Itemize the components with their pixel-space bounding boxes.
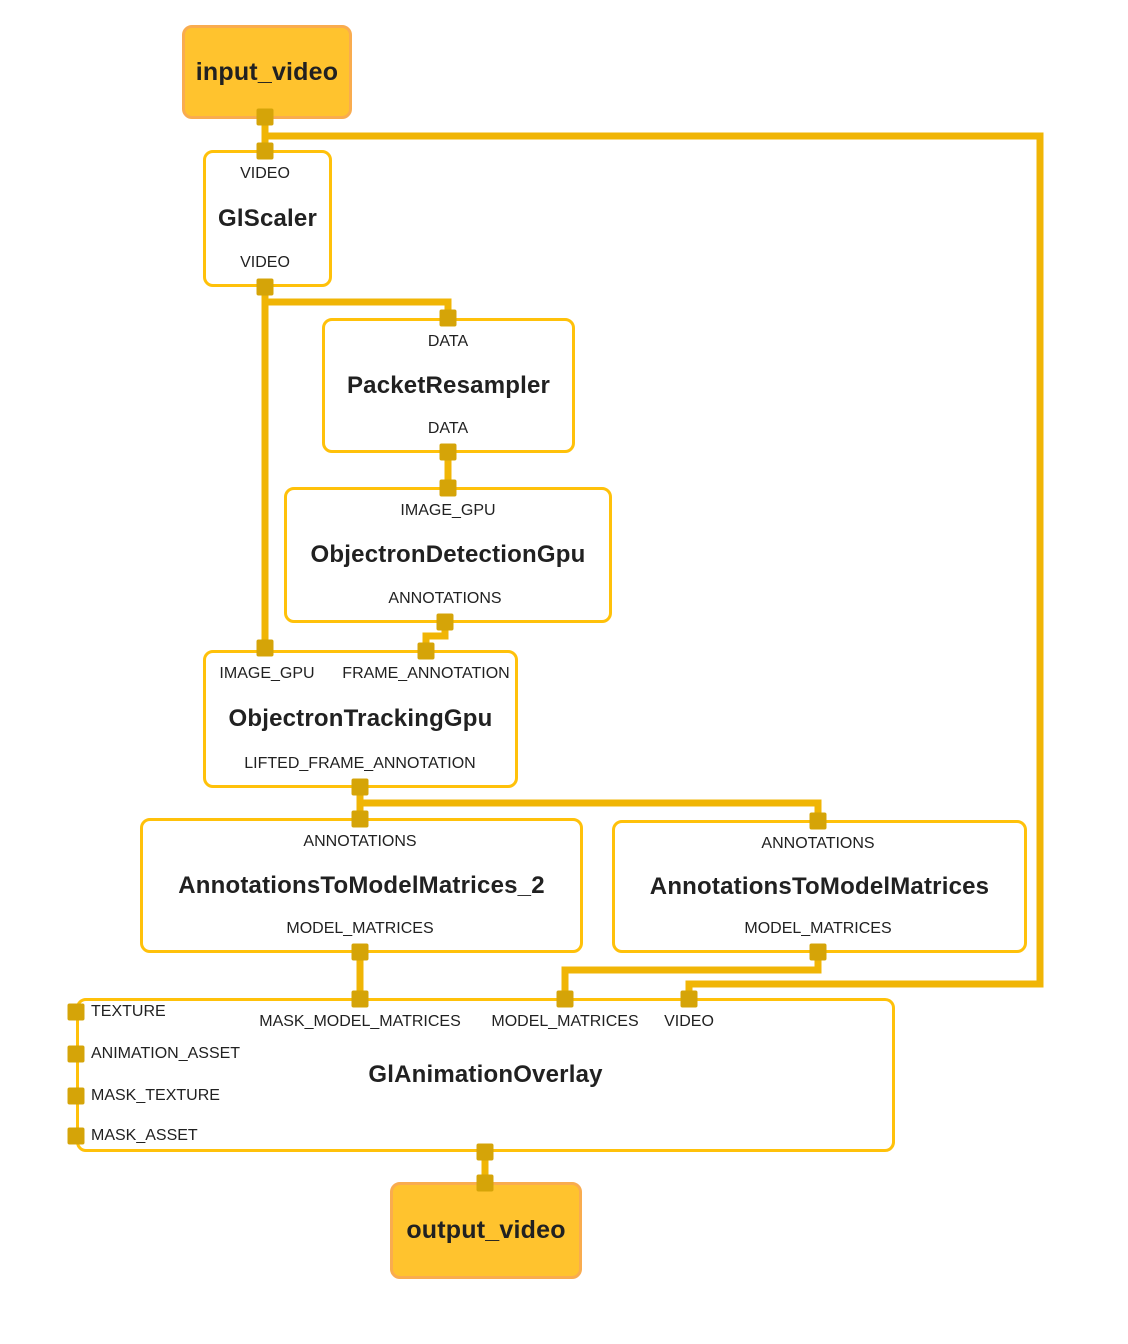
input-port-label: VIDEO (664, 1013, 714, 1030)
terminal-output-video[interactable]: output_video (390, 1182, 582, 1279)
node-title: ObjectronTrackingGpu (228, 705, 493, 732)
input-port-label: IMAGE_GPU (400, 502, 496, 519)
input-port-label: DATA (427, 333, 469, 350)
node-title: ObjectronDetectionGpu (310, 541, 586, 568)
input-port-label: ANNOTATIONS (303, 833, 417, 850)
output-port-label: ANNOTATIONS (388, 590, 502, 607)
input-port-label: IMAGE_GPU (219, 665, 315, 682)
node-annotations-to-model-matrices[interactable]: AnnotationsToModelMatrices ANNOTATIONS MOD… (612, 820, 1027, 953)
node-gl-animation-overlay[interactable]: GlAnimationOverlay MASK_MODEL_MATRICES MOD… (76, 998, 895, 1152)
input-port-label: MASK_MODEL_MATRICES (259, 1013, 461, 1030)
side-port-label: MASK_TEXTURE (91, 1087, 220, 1104)
output-port-label: MODEL_MATRICES (286, 920, 434, 937)
node-objectron-detection-gpu[interactable]: ObjectronDetectionGpu IMAGE_GPU ANNOTATION… (284, 487, 612, 623)
node-objectron-tracking-gpu[interactable]: ObjectronTrackingGpu IMAGE_GPU FRAME_ANNOT… (203, 650, 518, 788)
side-port-label: MASK_ASSET (91, 1127, 198, 1144)
node-title: GlAnimationOverlay (368, 1061, 603, 1088)
node-title: PacketResampler (346, 371, 551, 399)
edge-detection-to-tracking-frame-annotation (422, 622, 449, 651)
output-port-label: VIDEO (240, 254, 290, 271)
terminal-title: output_video (406, 1216, 566, 1244)
terminal-input-video[interactable]: input_video (182, 25, 352, 119)
input-port-label: ANNOTATIONS (761, 835, 875, 852)
side-port-label: TEXTURE (91, 1003, 166, 1020)
output-port-label: LIFTED_FRAME_ANNOTATION (244, 755, 476, 772)
input-port-label: VIDEO (240, 165, 290, 182)
node-title: AnnotationsToModelMatrices (649, 872, 990, 900)
node-annotations-to-model-matrices-2[interactable]: AnnotationsToModelMatrices_2 ANNOTATIONS M… (140, 818, 583, 953)
node-title: AnnotationsToModelMatrices_2 (178, 871, 545, 899)
edge-glscaler-to-packet-resampler (265, 298, 452, 318)
output-port-label: DATA (427, 420, 469, 437)
edge-atm-to-overlay-model-matrices (561, 952, 822, 999)
input-port-label: FRAME_ANNOTATION (342, 665, 510, 682)
side-port-label: ANIMATION_ASSET (91, 1045, 241, 1062)
terminal-title: input_video (195, 57, 339, 86)
node-title: GlScaler (218, 204, 317, 232)
output-port-label: MODEL_MATRICES (744, 920, 892, 937)
input-port-label: MODEL_MATRICES (491, 1013, 639, 1030)
